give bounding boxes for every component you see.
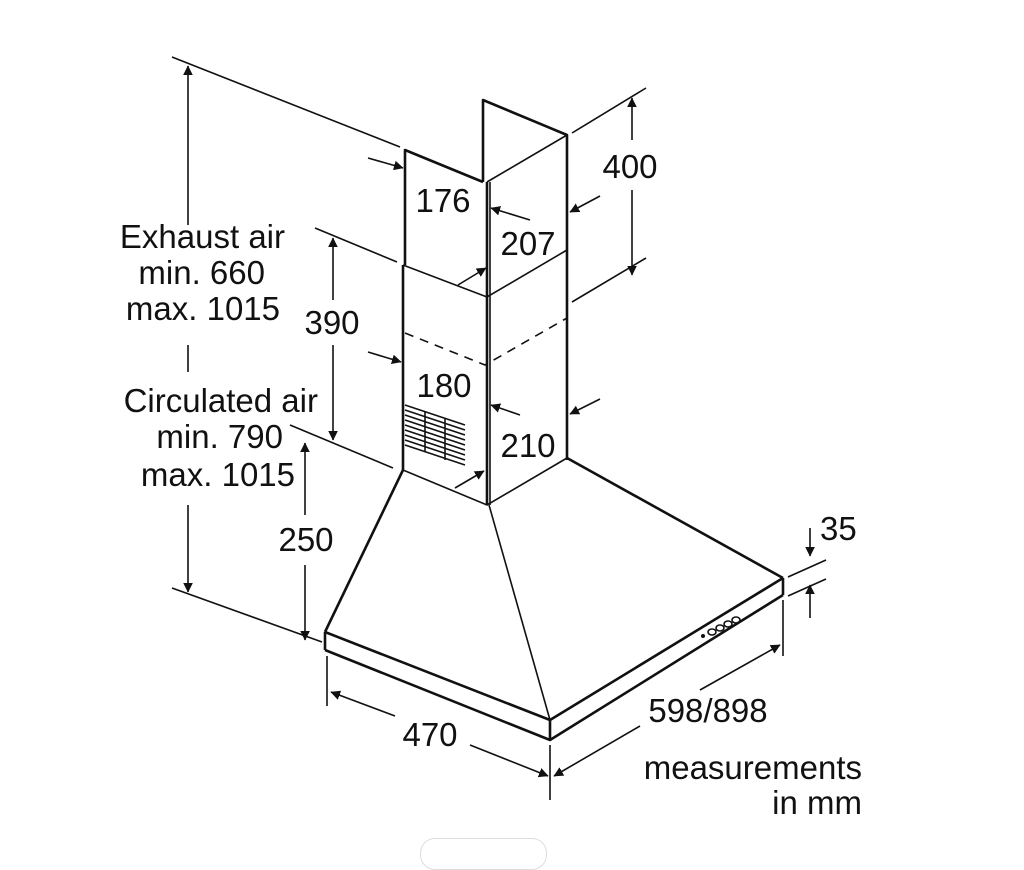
dim-250-label: 250 (278, 521, 333, 558)
vent-grille (404, 404, 466, 466)
upper-duct (403, 98, 569, 505)
exhaust-air-label: Exhaust air (120, 218, 285, 255)
total-height-dimension (171, 56, 401, 643)
dim-210-label: 210 (500, 427, 555, 464)
dim-598-898-label: 598/898 (648, 692, 767, 729)
dimension-470 (326, 656, 551, 800)
hood-canopy (323, 456, 785, 742)
dimension-400 (571, 87, 647, 303)
circulated-air-label: Circulated air (124, 382, 318, 419)
dimension-35 (787, 528, 827, 618)
dimension-390 (289, 227, 398, 469)
scroll-pill (420, 838, 547, 870)
units-label-line2: in mm (772, 784, 862, 821)
dim-400-label: 400 (602, 148, 657, 185)
dim-470-label: 470 (402, 716, 457, 753)
cooker-hood-dimension-diagram: Exhaust air min. 660 max. 1015 Circulate… (120, 56, 862, 821)
dimension-598-898 (554, 600, 784, 777)
dim-180-label: 180 (416, 367, 471, 404)
dim-207-label: 207 (500, 225, 555, 262)
dim-176-label: 176 (415, 182, 470, 219)
units-label-line1: measurements (644, 749, 862, 786)
lower-duct (401, 249, 568, 506)
exhaust-air-max: max. 1015 (126, 290, 280, 327)
circulated-air-max: max. 1015 (141, 456, 295, 493)
exhaust-air-min: min. 660 (138, 254, 265, 291)
control-buttons (701, 616, 741, 638)
dim-35-label: 35 (820, 510, 857, 547)
circulated-air-min: min. 790 (156, 418, 283, 455)
dim-390-label: 390 (304, 304, 359, 341)
duct-width-arrows (367, 157, 601, 489)
